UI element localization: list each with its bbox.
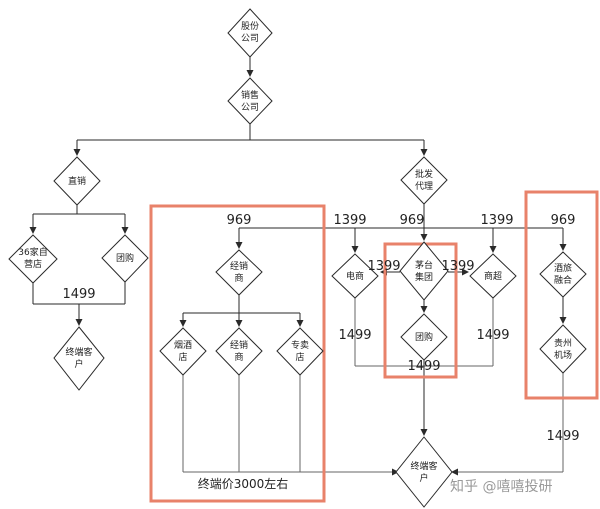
node-airport-line1: 贵州	[554, 337, 572, 349]
node-groupbuy-moutai-label: 团购	[415, 331, 433, 343]
node-wholesale-line1: 批发	[415, 168, 433, 180]
node-supermarket-label: 商超	[484, 270, 502, 282]
node-end-customer-left: 终端客 户	[53, 326, 105, 391]
node-specialty: 专卖 店	[276, 327, 324, 376]
node-direct: 直销	[53, 156, 101, 206]
price-tourism-969: 969	[551, 213, 576, 228]
price-airport-1499: 1499	[546, 429, 579, 444]
node-groupbuy-direct: 团购	[101, 234, 149, 283]
node-groupbuy-direct-label: 团购	[116, 252, 134, 264]
price-ecommerce-1499: 1499	[338, 328, 371, 343]
node-tourism-line1: 酒旅	[554, 262, 572, 274]
watermark: 知乎 @嘻嘻投研	[450, 478, 552, 495]
node-stores36: 36家自 营店	[8, 234, 58, 284]
price-moutai-969: 969	[400, 213, 425, 228]
node-distributor-line1: 经销	[230, 260, 248, 272]
node-distributor-line2: 商	[234, 272, 243, 284]
node-specialty-line1: 专卖	[291, 339, 309, 351]
node-end-customer-main: 终端客 户	[395, 436, 453, 508]
node-end-customer-main-line1: 终端客	[410, 460, 437, 472]
price-groupbuy-1499: 1499	[407, 359, 440, 374]
node-end-customer-main-line2: 户	[419, 472, 428, 484]
price-direct-1499: 1499	[62, 287, 95, 302]
price-supermarket-1499: 1499	[476, 328, 509, 343]
node-end-customer-left-line1: 终端客	[65, 346, 92, 358]
node-moutai-line1: 茅台	[415, 259, 433, 271]
node-distributor2-line1: 经销	[230, 339, 248, 351]
node-tourism: 酒旅 融合	[539, 251, 587, 298]
highlight-moutai-group	[383, 242, 458, 379]
highlight-tourism-channel	[524, 190, 599, 400]
node-distributor: 经销 商	[215, 249, 263, 296]
node-wholesale-line2: 代理	[415, 181, 433, 192]
node-groupbuy-moutai: 团购	[400, 313, 448, 361]
node-ecommerce-label: 电商	[346, 270, 364, 282]
price-moutai-out-1399: 1399	[441, 259, 474, 274]
highlight-distributor-channel	[149, 204, 326, 503]
price-moutai-in-1399: 1399	[367, 259, 400, 274]
node-distributor2: 经销 商	[215, 327, 263, 376]
node-supermarket: 商超	[469, 253, 517, 299]
node-specialty-line2: 店	[295, 351, 304, 363]
node-tobacco-line1: 烟酒	[174, 339, 192, 351]
node-stores36-line2: 营店	[24, 258, 42, 270]
node-moutai-line2: 集团	[415, 271, 433, 283]
node-wholesale: 批发 代理	[400, 156, 448, 205]
node-company: 股份 公司	[227, 8, 273, 58]
node-sales-line1: 销售	[241, 89, 259, 101]
node-tobacco-line2: 店	[178, 351, 187, 363]
node-sales-line2: 公司	[241, 102, 259, 113]
node-airport: 贵州 机场	[539, 324, 587, 374]
price-supermarket-1399: 1399	[480, 213, 513, 228]
node-tobacco-liquor: 烟酒 店	[159, 327, 207, 376]
node-direct-label: 直销	[68, 175, 86, 187]
node-company-line2: 公司	[241, 33, 259, 44]
node-tourism-line2: 融合	[554, 274, 572, 286]
price-distributor-969: 969	[227, 213, 252, 228]
terminal-price-note: 终端价3000左右	[198, 476, 289, 491]
node-ecommerce: 电商	[331, 253, 379, 299]
node-distributor2-line2: 商	[234, 351, 243, 363]
node-sales: 销售 公司	[227, 77, 273, 125]
node-moutai-group: 茅台 集团	[399, 241, 449, 301]
price-ecommerce-1399: 1399	[333, 213, 366, 228]
node-airport-line2: 机场	[554, 349, 572, 361]
node-company-line1: 股份	[241, 20, 259, 32]
node-end-customer-left-line2: 户	[74, 358, 83, 370]
node-stores36-line1: 36家自	[18, 246, 47, 258]
